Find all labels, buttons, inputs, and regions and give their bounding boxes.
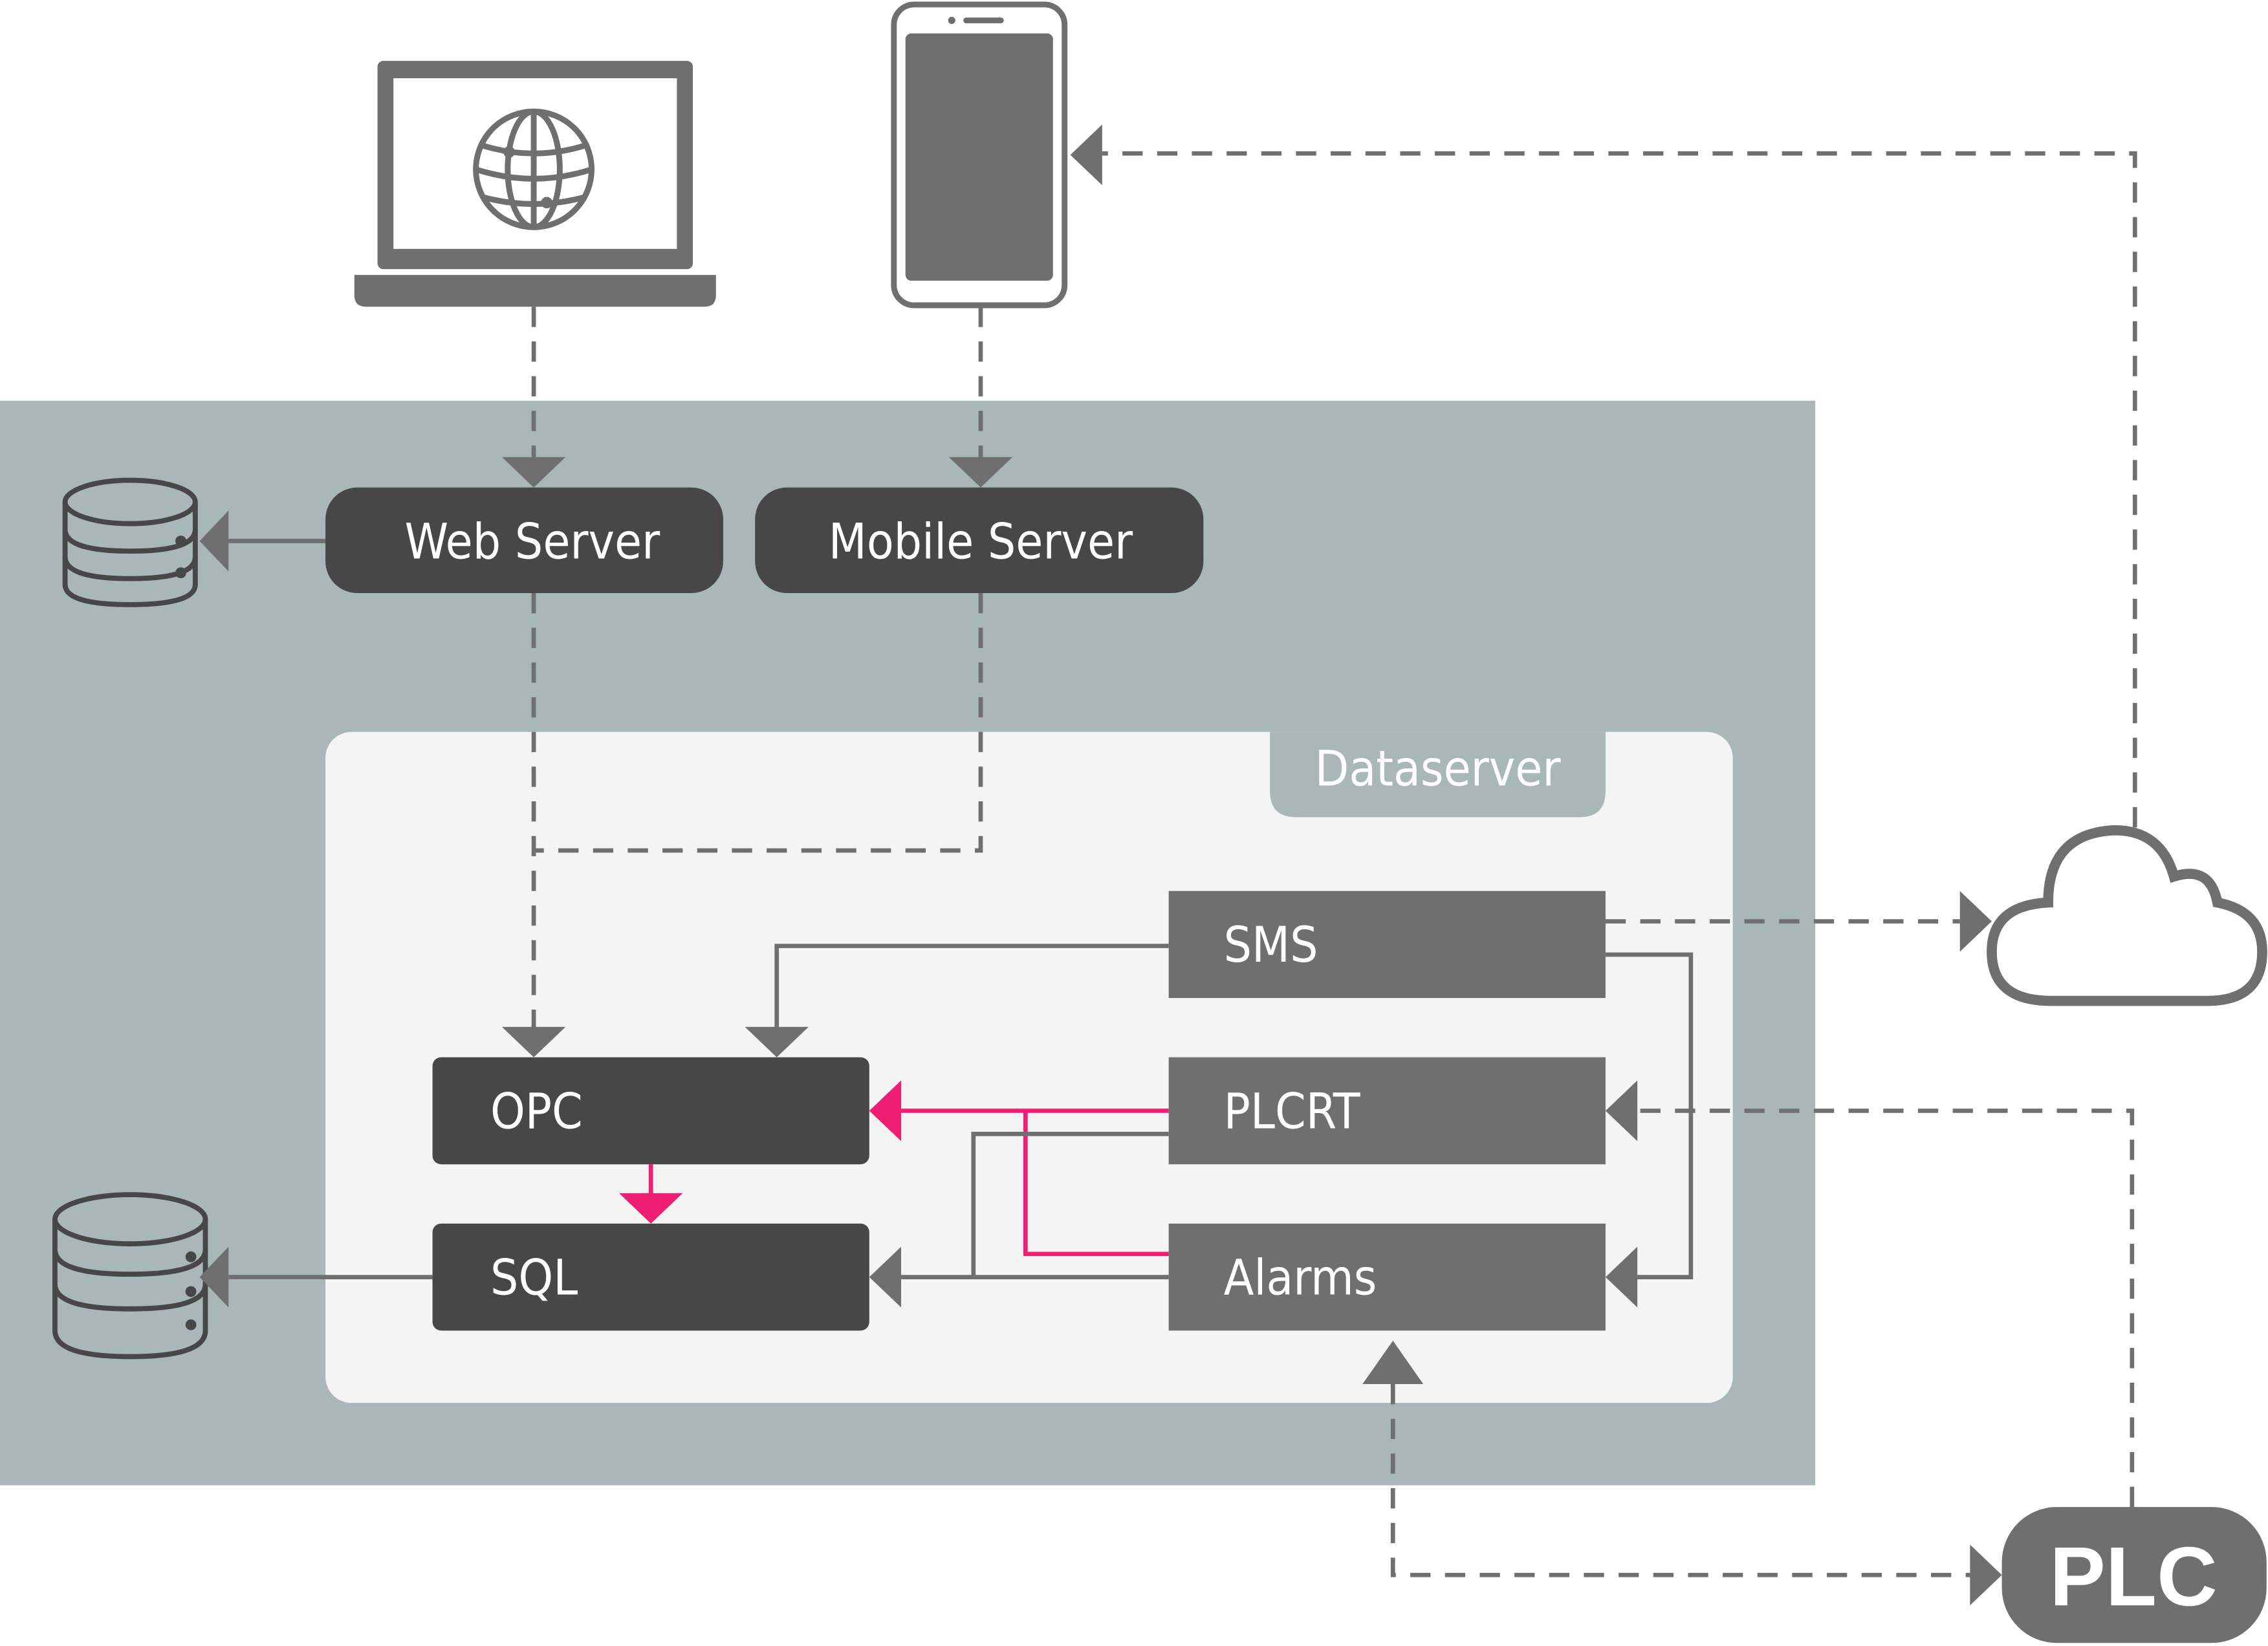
dataserver-title: Dataserver [1315, 739, 1562, 797]
mobile-server-node[interactable]: Mobile Server [755, 487, 1204, 593]
cloud-icon [1987, 825, 2267, 1006]
arrowhead-cloud [1959, 891, 1992, 952]
database-icon [52, 1192, 208, 1359]
arrowhead-opc-pink [869, 1080, 902, 1142]
arrowhead-alarms-up [1362, 1340, 1424, 1385]
plcrt-label: PLCRT [1224, 1082, 1361, 1140]
arrowhead-sql-pink [618, 1193, 683, 1224]
mobile-server-label: Mobile Server [829, 512, 1133, 570]
arrowhead-db1 [199, 510, 229, 572]
alarms-to-opc-line [1023, 1110, 1169, 1257]
web-server-label: Web Server [405, 512, 661, 570]
plc-node[interactable]: PLC [2001, 1507, 2267, 1643]
plcrt-to-sql-line [971, 1131, 1169, 1277]
alarms-to-plc-line [1390, 1384, 1972, 1577]
dataserver-tag [1270, 731, 1606, 818]
database-icon [62, 477, 198, 607]
arrowhead-plc [1970, 1544, 2002, 1606]
cloud-to-phone-line [1102, 151, 2137, 828]
opc-module[interactable]: OPC [432, 1057, 869, 1165]
arrowhead-opc-left [501, 1026, 566, 1057]
arrowhead-plcrt [1605, 1080, 1638, 1142]
arrowhead-webserver [501, 457, 566, 488]
sql-module[interactable]: SQL [432, 1223, 869, 1331]
sms-to-opc-line [774, 944, 1169, 1030]
plc-label: PLC [2049, 1530, 2217, 1623]
arrowhead-opc-right [745, 1026, 809, 1057]
arrowhead-alarms [1605, 1246, 1638, 1308]
arrowhead-db2 [199, 1246, 229, 1308]
arrowhead-mobileserver [948, 457, 1013, 488]
smartphone-icon [891, 1, 1068, 309]
alarms-label: Alarms [1224, 1248, 1377, 1306]
plc-to-plcrt-line [1637, 1109, 2135, 1508]
alarms-module[interactable]: Alarms [1168, 1223, 1606, 1331]
sms-label: SMS [1224, 916, 1318, 973]
arrowhead-phone [1070, 124, 1102, 186]
laptop-globe-icon [354, 61, 716, 307]
plcrt-module[interactable]: PLCRT [1168, 1057, 1606, 1165]
mobileserver-to-opc-line [534, 592, 983, 853]
sms-module[interactable]: SMS [1168, 891, 1606, 999]
arrowhead-sql [869, 1246, 902, 1308]
sql-label: SQL [490, 1248, 578, 1306]
sms-to-alarms-line [1605, 952, 1694, 1279]
web-server-node[interactable]: Web Server [325, 487, 723, 593]
opc-label: OPC [490, 1082, 583, 1140]
